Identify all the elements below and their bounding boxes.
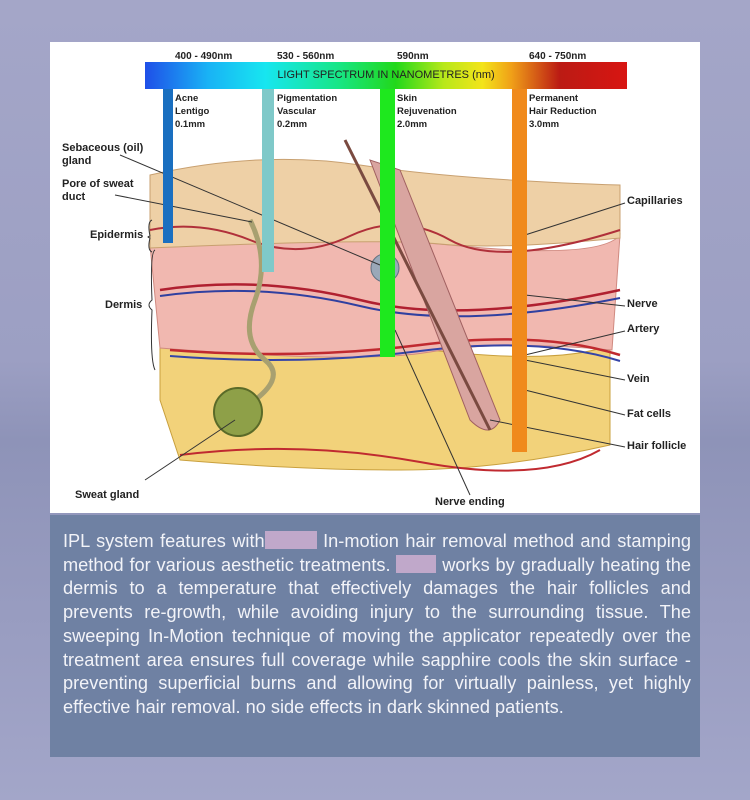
description-text: IPL system features with In-motion hair …: [63, 531, 691, 717]
penetration-bar-hair: [512, 89, 527, 452]
label-vein: Vein: [627, 373, 650, 385]
range-nm-3: 590nm: [397, 51, 429, 62]
redacted-brand-mark: [396, 554, 437, 573]
light-spectrum-bar: LIGHT SPECTRUM IN NANOMETRES (nm): [145, 62, 627, 89]
label-capillaries: Capillaries: [627, 195, 683, 207]
sweat-gland: [213, 387, 263, 437]
range-nm-4: 640 - 750nm: [529, 51, 587, 62]
label-sweat-gland: Sweat gland: [75, 489, 140, 501]
label-nerve-ending: Nerve ending: [435, 496, 505, 508]
penetration-bar-skin: [380, 89, 395, 357]
penetration-bar-acne: [163, 89, 173, 243]
label-dermis: Dermis: [105, 299, 143, 311]
label-hair-follicle: Hair follicle: [627, 440, 687, 452]
description-panel: IPL system features with In-motion hair …: [50, 515, 700, 757]
spectrum-title: LIGHT SPECTRUM IN NANOMETRES (nm): [277, 69, 495, 81]
sweat-duct: [238, 218, 276, 413]
penetration-bar-pigmentation: [262, 89, 274, 272]
range-nm-2: 530 - 560nm: [277, 51, 335, 62]
label-fat-cells: Fat cells: [627, 408, 672, 420]
label-nerve: Nerve: [627, 298, 658, 310]
range-nm-1: 400 - 490nm: [175, 51, 233, 62]
label-epidermis: Epidermis: [90, 229, 144, 241]
label-artery: Artery: [627, 323, 660, 335]
redacted-brand-mark: [264, 531, 317, 549]
label-sebaceous-gland: Sebaceous (oil)gland: [62, 142, 144, 167]
